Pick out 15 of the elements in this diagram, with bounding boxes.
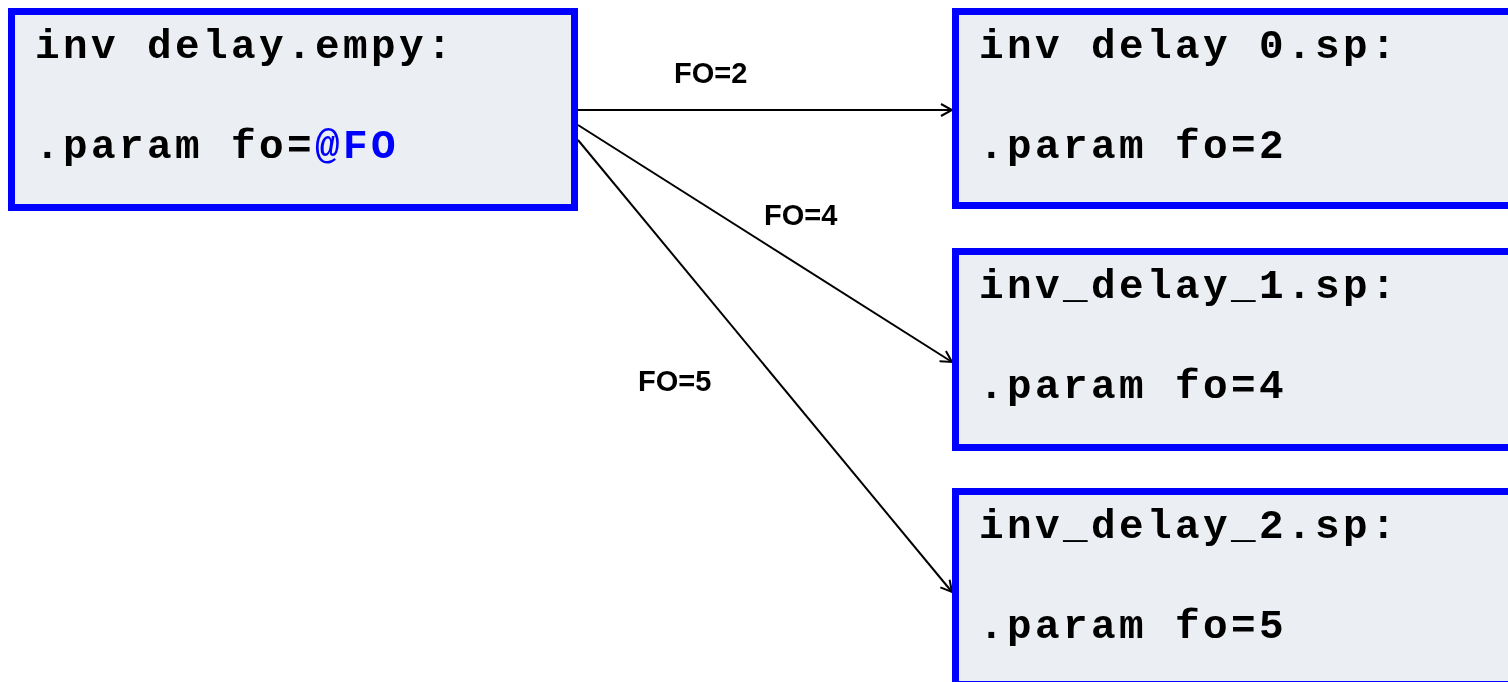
arrow [577, 139, 953, 593]
arrow [577, 124, 953, 363]
code-line: inv delay.empy: [35, 25, 456, 71]
code-line: inv_delay_2.sp: [979, 505, 1400, 551]
code-box [952, 8, 1508, 209]
code-line: inv delay 0.sp: [979, 25, 1400, 71]
code-line: .param fo=@FO [35, 125, 400, 171]
code-line: inv_delay_1.sp: [979, 265, 1400, 311]
arrow [577, 103, 953, 117]
code-line: .param fo=2 [979, 125, 1288, 171]
code-line: .param fo=4 [979, 365, 1288, 411]
code-box [8, 8, 578, 211]
code-box [952, 488, 1508, 682]
code-box [952, 248, 1508, 451]
code-line: .param fo=5 [979, 605, 1288, 651]
